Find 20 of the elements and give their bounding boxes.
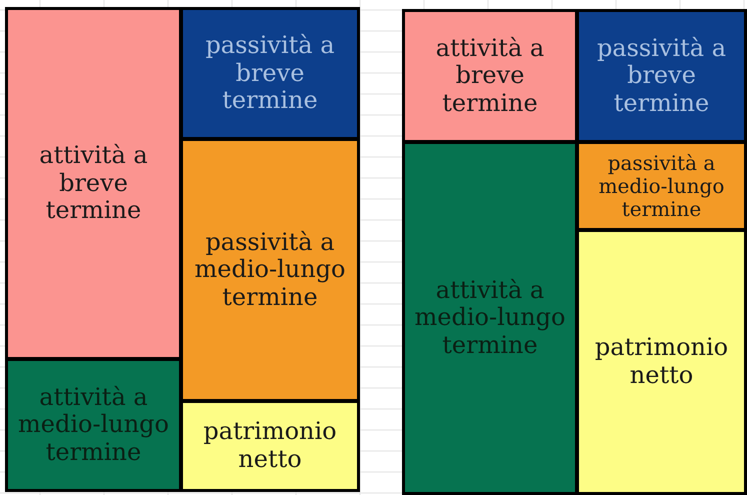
balance-block [402, 141, 578, 495]
balance-block [180, 400, 360, 492]
balance-block [576, 9, 747, 143]
block-label: attività a breve termine [434, 34, 546, 118]
block-label: attività a medio-lungo termine [414, 276, 566, 360]
block-label: attività a breve termine [38, 142, 149, 225]
balance-block [576, 141, 747, 231]
block-label: passività a medio-lungo termine [194, 228, 346, 312]
balance-block [180, 7, 360, 140]
block-label: passività a breve termine [596, 34, 728, 118]
block-label: passività a breve termine [204, 32, 336, 115]
block-label: attività a medio-lungo termine [17, 384, 170, 466]
block-label: patrimonio netto [594, 334, 730, 390]
block-label: patrimonio netto [202, 418, 338, 474]
balance-block [180, 138, 360, 402]
balance-block [576, 229, 747, 495]
balance-block [402, 9, 578, 143]
balance-block [5, 7, 182, 360]
block-label: passività a medio-lungo termine [598, 152, 726, 220]
balance-block [5, 358, 182, 492]
